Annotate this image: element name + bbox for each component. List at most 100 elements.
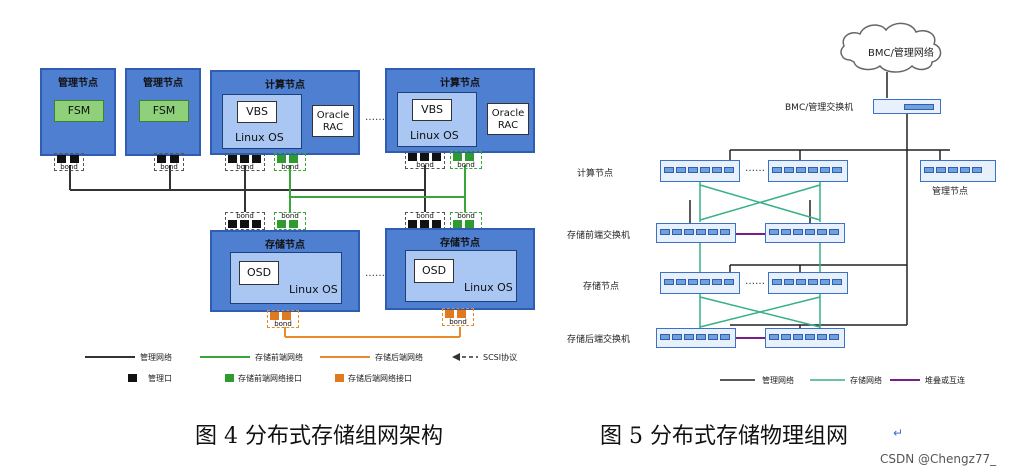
fig5-legend-stack: 堆叠或互连 <box>925 376 965 385</box>
front-port <box>465 153 474 161</box>
front-port <box>277 220 286 228</box>
bond-box <box>450 151 482 169</box>
compute-node-1-title: 计算节点 <box>265 80 305 91</box>
bond-box <box>225 212 265 230</box>
legend-front-port: 存储前端网络接口 <box>238 374 302 383</box>
fig4-connections <box>69 165 478 361</box>
switch-port <box>672 229 682 235</box>
back-switch-label: 存储后端交换机 <box>567 335 631 345</box>
fig4-caption: 图 4 分布式存储组网架构 <box>195 424 443 449</box>
switch-port <box>808 167 818 173</box>
bond-box <box>154 153 184 171</box>
cloud-label: BMC/管理网络 <box>868 48 934 59</box>
switch-port <box>832 279 842 285</box>
switch-port <box>820 279 830 285</box>
switch-port <box>696 229 706 235</box>
mgmt-server <box>920 160 996 182</box>
fig5-connections <box>689 22 950 381</box>
mgmt-port <box>408 153 417 161</box>
linux-os-label: Linux OS <box>289 283 338 296</box>
back-switch-2 <box>765 328 845 348</box>
ellipsis: …… <box>365 268 385 279</box>
storage-node-2-title: 存储节点 <box>440 238 480 249</box>
ellipsis: …… <box>745 163 765 174</box>
oracle-rac-box: Oracle RAC <box>312 105 354 137</box>
mgmt-port <box>157 155 166 163</box>
switch-port <box>772 279 782 285</box>
mgmt-port <box>420 220 429 228</box>
mgmt-port <box>252 155 261 163</box>
front-port <box>289 155 298 163</box>
legend-back-port-swatch <box>335 374 344 382</box>
linux-os-label: Linux OS <box>464 281 513 294</box>
mgmt-port <box>57 155 66 163</box>
switch-port <box>817 334 827 340</box>
front-port <box>277 155 286 163</box>
switch-port <box>688 167 698 173</box>
mgmt-port <box>432 153 441 161</box>
mgmt-port <box>170 155 179 163</box>
switch-port <box>712 279 722 285</box>
fig5-legend-storage-net: 存储网络 <box>850 376 882 385</box>
front-switch-label: 存储前端交换机 <box>567 231 631 241</box>
switch-port <box>664 167 674 173</box>
switch-port <box>769 229 779 235</box>
switch-port <box>960 167 970 173</box>
bond-label: bond <box>457 212 475 220</box>
vbs-os-container: VBS Linux OS <box>222 94 302 149</box>
mgmt-port <box>240 220 249 228</box>
back-switch-1 <box>656 328 736 348</box>
compute-node-1: 计算节点 VBS Linux OS Oracle RAC <box>210 70 360 155</box>
mgmt-port <box>70 155 79 163</box>
switch-port <box>904 104 934 110</box>
storage-node-label: 存储节点 <box>583 282 620 292</box>
switch-port <box>820 167 830 173</box>
legend-scsi: SCSI协议 <box>483 353 518 362</box>
switch-port <box>817 229 827 235</box>
storage-server-2 <box>768 272 848 294</box>
switch-port <box>724 279 734 285</box>
switch-port <box>720 229 730 235</box>
compute-node-2-title: 计算节点 <box>440 78 480 89</box>
legend-mgmt-port: 管理口 <box>148 374 172 383</box>
switch-port <box>832 167 842 173</box>
fsm-box-1: FSM <box>54 100 104 122</box>
switch-port <box>781 229 791 235</box>
switch-port <box>660 334 670 340</box>
switch-port <box>676 279 686 285</box>
switch-port <box>829 334 839 340</box>
storage-server-1 <box>660 272 740 294</box>
switch-port <box>972 167 982 173</box>
compute-server-2 <box>768 160 848 182</box>
legend-front-net: 存储前端网络 <box>255 353 303 362</box>
bond-box <box>442 308 474 326</box>
fsm-box-2: FSM <box>139 100 189 122</box>
bond-box <box>405 151 445 169</box>
switch-port <box>784 167 794 173</box>
return-mark-icon: ↵ <box>893 426 904 440</box>
mgmt-node-1-title: 管理节点 <box>58 78 98 89</box>
osd-box: OSD <box>414 259 454 283</box>
switch-port <box>796 279 806 285</box>
watermark: CSDN @Chengz77_ <box>880 452 997 466</box>
mgmt-node-2-title: 管理节点 <box>143 78 183 89</box>
switch-port <box>805 334 815 340</box>
switch-port <box>684 229 694 235</box>
mgmt-port <box>252 220 261 228</box>
switch-port <box>805 229 815 235</box>
switch-port <box>708 229 718 235</box>
switch-port <box>664 279 674 285</box>
legend-mgmt-net: 管理网络 <box>140 353 172 362</box>
back-port <box>457 310 466 318</box>
legend-back-port: 存储后端网络接口 <box>348 374 412 383</box>
storage-node-1-title: 存储节点 <box>265 240 305 251</box>
switch-port <box>936 167 946 173</box>
switch-port <box>769 334 779 340</box>
compute-server-1 <box>660 160 740 182</box>
storage-node-1: 存储节点 OSD Linux OS <box>210 230 360 312</box>
switch-port <box>796 167 806 173</box>
switch-port <box>708 334 718 340</box>
front-switch-1 <box>656 223 736 243</box>
bond-label: bond <box>281 212 299 220</box>
ellipsis: …… <box>365 112 385 123</box>
